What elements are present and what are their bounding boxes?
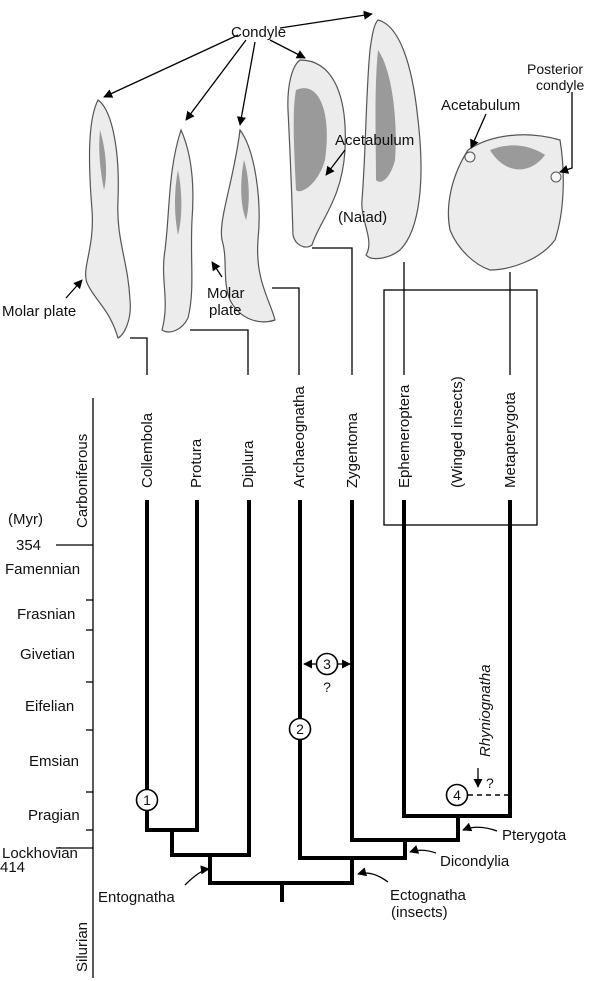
node-4: 4 ? Rhyniognatha — [445, 664, 512, 807]
molar-plate-label-2a: Molar — [207, 285, 245, 302]
myr-unit-label: (Myr) — [8, 511, 43, 528]
taxon-metapterygota: Metapterygota — [502, 391, 519, 488]
molar-plate-label-2b: plate — [209, 302, 242, 319]
clade-ectognatha: Ectognatha — [390, 887, 467, 904]
node-4-question: ? — [486, 775, 494, 791]
mandible-protura — [161, 128, 194, 333]
taxon-protura: Protura — [188, 438, 205, 488]
acetabulum-arrow-left — [325, 149, 346, 176]
stage-famennian: Famennian — [5, 561, 80, 578]
taxon-ephemeroptera: Ephemeroptera — [396, 384, 413, 488]
clade-entognatha: Entognatha — [98, 889, 175, 906]
stage-frasnian: Frasnian — [17, 606, 75, 623]
node-1: 1 — [135, 788, 159, 812]
node-3-question: ? — [323, 679, 331, 695]
posterior-condyle-label-1: Posterior — [527, 61, 583, 77]
posterior-condyle-arrow — [559, 92, 573, 174]
molar-plate-arrow-2 — [211, 261, 223, 278]
timescale: Carboniferous Silurian (Myr) 354 Famenni… — [0, 398, 94, 978]
period-silurian: Silurian — [74, 922, 91, 972]
stage-lockhovian: Lockhovian — [2, 845, 78, 862]
node-2: 2 — [288, 717, 312, 741]
mandible-diplura — [220, 128, 276, 323]
taxon-winged-insects: (Winged insects) — [449, 376, 466, 488]
molar-plate-arrow-1 — [65, 279, 83, 299]
condyle-arrows — [103, 10, 373, 126]
clade-dicondylia: Dicondylia — [440, 853, 510, 870]
acetabulum-label-left: Acetabulum — [335, 132, 414, 149]
clade-ectognatha-insects: (insects) — [391, 904, 448, 921]
stage-givetian: Givetian — [20, 646, 75, 663]
clade-pterygota: Pterygota — [502, 827, 567, 844]
node-1-label: 1 — [143, 792, 151, 808]
period-carboniferous: Carboniferous — [74, 434, 91, 528]
rhyniognatha-label: Rhyniognatha — [477, 664, 494, 757]
naiad-label: (Naiad) — [338, 209, 387, 226]
age-414-label: 414 — [0, 859, 25, 876]
node-3-label: 3 — [323, 656, 331, 672]
taxon-connectors — [130, 247, 538, 526]
node-3: 3 ? — [303, 652, 351, 695]
molar-plate-label-1: Molar plate — [2, 303, 76, 320]
taxon-diplura: Diplura — [240, 440, 257, 488]
acetabulum-label-right: Acetabulum — [441, 97, 520, 114]
taxon-zygentoma: Zygentoma — [344, 412, 361, 488]
mandible-collembola — [85, 99, 131, 339]
taxon-archaeognatha: Archaeognatha — [291, 386, 308, 488]
mandible-naiad — [361, 19, 422, 260]
phylogenetic-tree — [145, 500, 512, 902]
taxon-labels: Collembola Protura Diplura Archaeognatha… — [139, 376, 519, 488]
mandible-metapterygota — [447, 134, 564, 271]
acetabulum-arrow-right — [470, 113, 487, 149]
stage-pragian: Pragian — [28, 807, 80, 824]
stage-eifelian: Eifelian — [25, 698, 74, 715]
clade-labels: Entognatha Ectognatha (insects) Dicondyl… — [98, 822, 567, 921]
stage-emsian: Emsian — [29, 753, 79, 770]
node-4-label: 4 — [453, 787, 461, 803]
posterior-condyle-label-2: condyle — [536, 77, 584, 93]
age-354-label: 354 — [16, 537, 41, 554]
node-2-label: 2 — [296, 721, 304, 737]
taxon-collembola: Collembola — [139, 412, 156, 488]
condyle-label: Condyle — [231, 24, 286, 41]
mandible-archaeognatha — [287, 59, 346, 248]
